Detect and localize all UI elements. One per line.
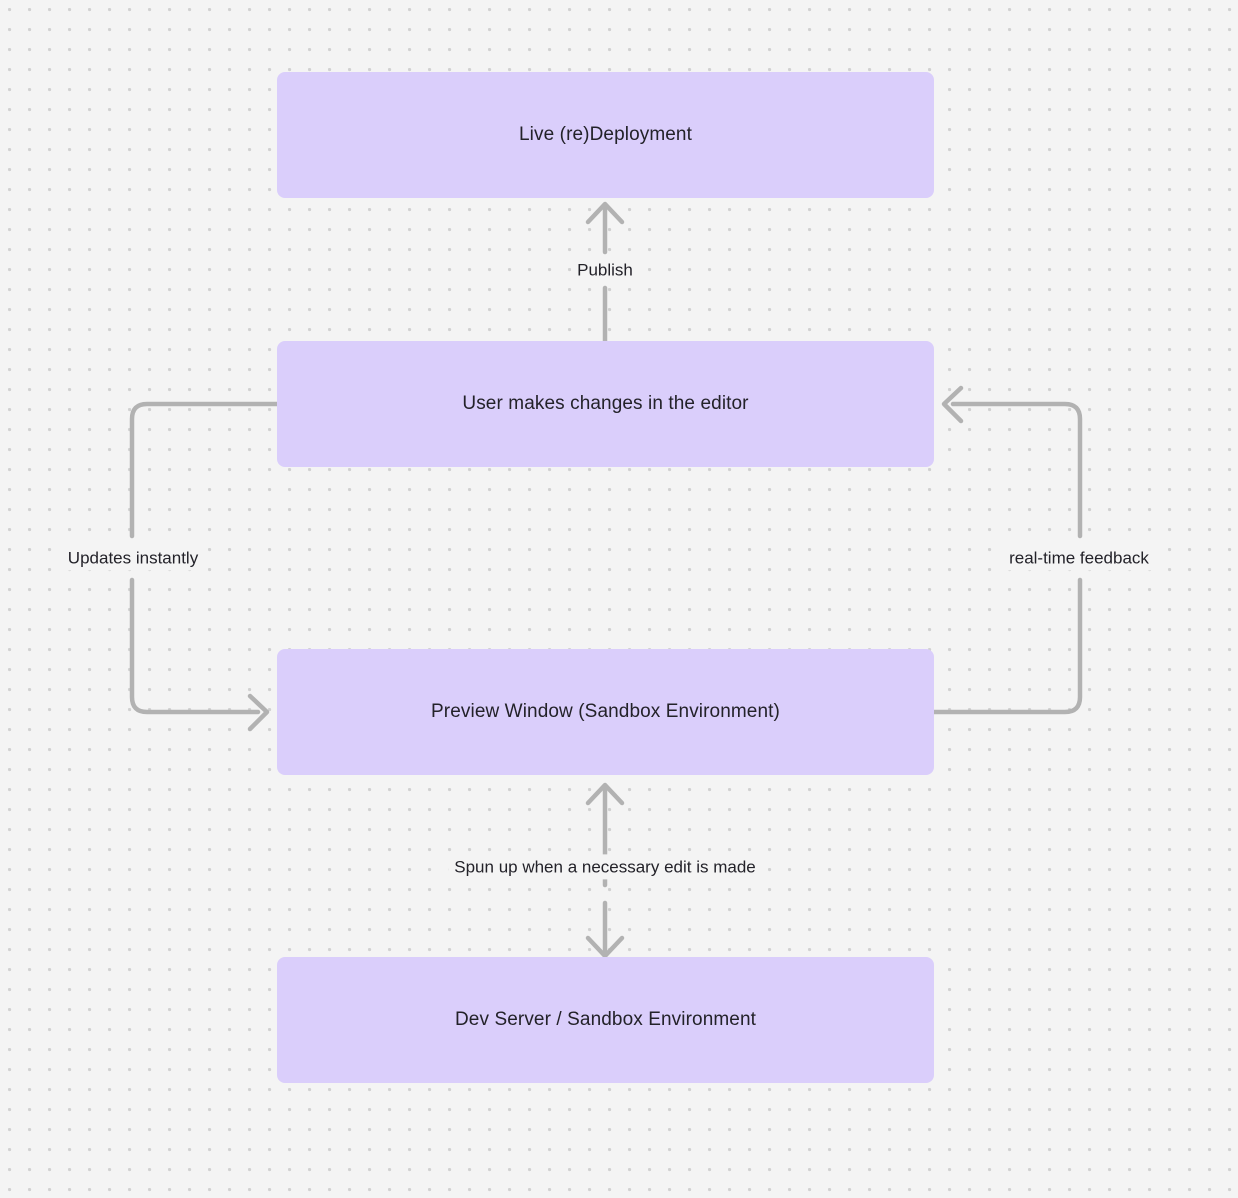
edge-label-publish: Publish (571, 257, 639, 283)
node-dev-server-label: Dev Server / Sandbox Environment (454, 1008, 756, 1030)
node-live-redeployment[interactable]: Live (re)Deployment (277, 72, 934, 198)
edge-label-spun-up: Spun up when a necessary edit is made (448, 854, 762, 880)
node-user-makes-changes[interactable]: User makes changes in the editor (277, 341, 934, 467)
edge-label-updates-instantly: Updates instantly (61, 545, 205, 571)
node-user-makes-changes-label: User makes changes in the editor (462, 392, 749, 414)
node-live-redeployment-label: Live (re)Deployment (519, 123, 692, 145)
edge-label-real-time-feedback: real-time feedback (1003, 545, 1155, 571)
node-preview-window-label: Preview Window (Sandbox Environment) (431, 700, 780, 722)
node-dev-server[interactable]: Dev Server / Sandbox Environment (277, 957, 934, 1083)
node-preview-window[interactable]: Preview Window (Sandbox Environment) (277, 649, 934, 775)
